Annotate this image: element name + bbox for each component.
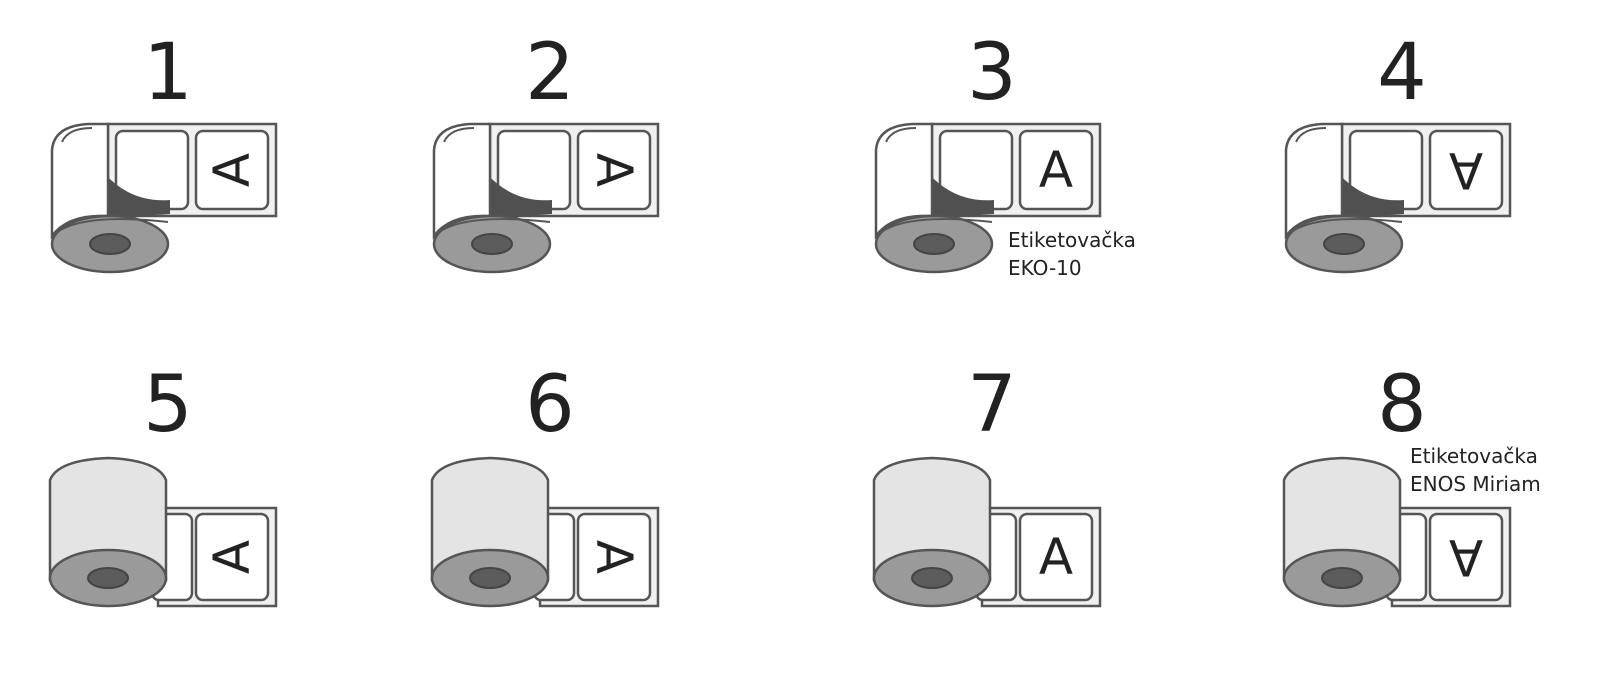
label-letter: A [1039,141,1073,199]
label-letter: A [203,153,261,187]
roll-core [1321,567,1363,589]
roll-illustration: A [430,456,660,608]
roll-illustration: A [872,456,1102,608]
roll-illustration: A [1282,456,1512,608]
item-number: 4 [1377,28,1427,118]
item-number: 7 [967,360,1017,450]
roll-edge [1295,127,1327,143]
letter-label [1428,512,1504,602]
letter-label [194,129,270,211]
roll-illustration: A [874,122,1102,274]
roll-illustration: A [50,122,278,274]
roll-body [48,456,168,582]
roll-core [469,567,511,589]
item-number: 5 [143,360,193,450]
roll-core [87,567,129,589]
roll-rim [51,218,169,237]
item-number: 2 [525,28,575,118]
roll-edge [61,127,93,143]
letter-label [1018,512,1094,602]
roll-illustration: A [48,456,278,608]
roll-body [1282,456,1402,582]
roll-core [1323,233,1365,255]
roll-body [430,456,550,582]
roll-body [872,456,992,582]
label-letter: A [585,540,643,574]
label-letter: A [1039,528,1073,586]
labeler-note-line: Etiketovačka [1008,228,1136,252]
roll-edge [443,127,475,143]
roll-core [89,233,131,255]
label-letter: A [585,153,643,187]
roll-rim [433,218,551,237]
letter-label [576,129,652,211]
roll-core [911,567,953,589]
item-number: 3 [967,28,1017,118]
roll-core [471,233,513,255]
label-letter: A [203,540,261,574]
roll-illustration: A [432,122,660,274]
item-number: 8 [1377,360,1427,450]
roll-rim [875,218,993,237]
letter-label [194,512,270,602]
letter-label [1428,129,1504,211]
roll-edge [885,127,917,143]
roll-rim [1285,218,1403,237]
labeler-note-line: EKO-10 [1008,256,1082,280]
roll-illustration: A [1284,122,1512,274]
labeler-note-line: ENOS Miriam [1410,472,1541,496]
labeler-note-line: Etiketovačka [1410,444,1538,468]
letter-label [576,512,652,602]
label-letter: A [1449,528,1483,586]
item-number: 1 [143,28,193,118]
letter-label [1018,129,1094,211]
label-letter: A [1449,141,1483,199]
roll-core [913,233,955,255]
item-number: 6 [525,360,575,450]
